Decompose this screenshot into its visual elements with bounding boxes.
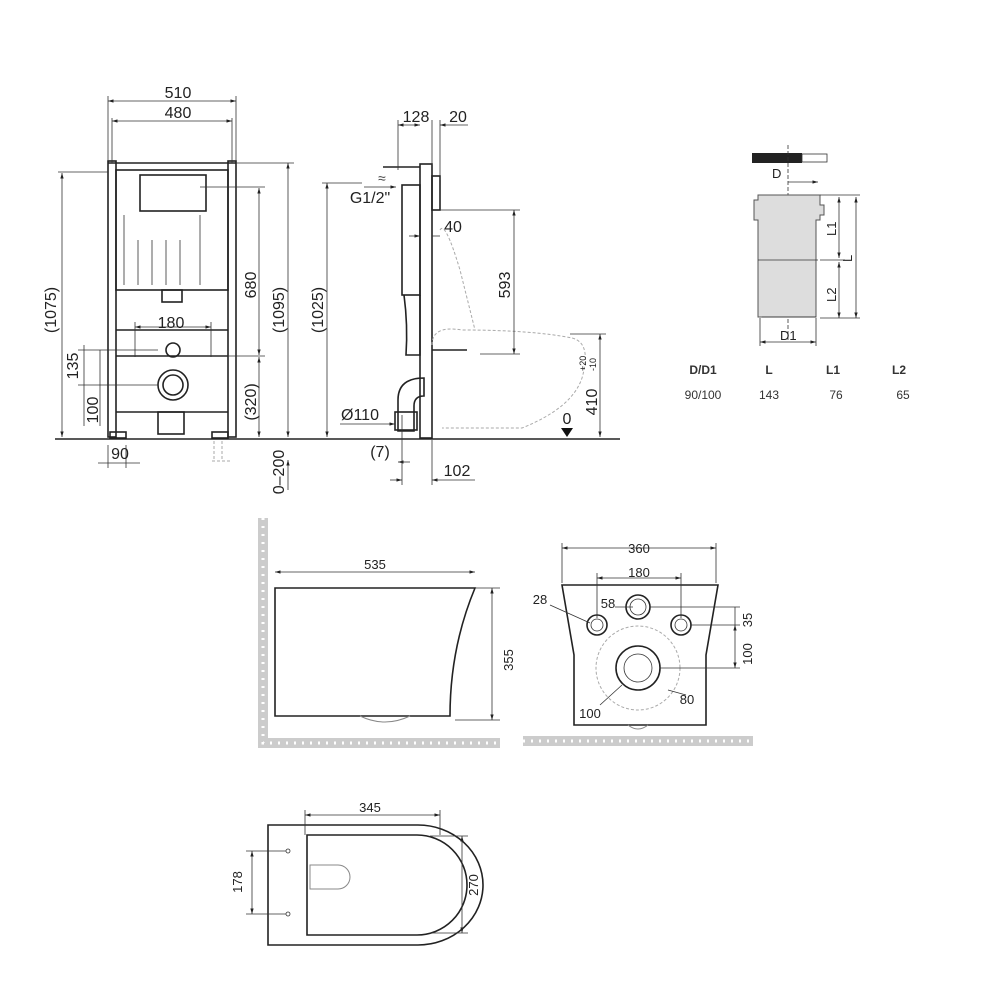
- pipe-label-d1: D1: [780, 328, 797, 343]
- bowl-rear-view: 360 180 28 58 35 100 100 80: [523, 541, 755, 746]
- dim-o110: Ø110: [341, 407, 379, 424]
- dim-58: 58: [601, 596, 615, 611]
- pipe-label-d: D: [772, 166, 781, 181]
- tolerance-plus: +20: [578, 356, 588, 371]
- table-value-d: 90/100: [685, 388, 722, 402]
- dim-35: 35: [740, 613, 755, 627]
- dim-680: 680: [243, 272, 260, 299]
- pipe-label-l1: L1: [824, 222, 839, 236]
- table-header-l1: L1: [826, 363, 840, 377]
- dim-90: 90: [111, 446, 129, 463]
- dim-128: 128: [403, 109, 430, 126]
- dim-178: 178: [230, 871, 245, 893]
- dim-80: 80: [680, 692, 694, 707]
- dim-102: 102: [444, 463, 471, 480]
- table-header-l2: L2: [892, 363, 906, 377]
- dim-410: 410: [584, 389, 601, 416]
- dim-1075: (1075): [43, 287, 60, 333]
- dim-345: 345: [359, 800, 381, 815]
- dim-535: 535: [364, 557, 386, 572]
- side-dimensions: 128 20 ≈ G1/2" 40 593 (1025) Ø110 (7) 10…: [310, 109, 606, 485]
- drain-pipe-drawing: D L1 L L2 D1: [752, 145, 860, 346]
- dim-180: 180: [158, 315, 185, 332]
- dim-40: 40: [444, 219, 462, 236]
- bowl-side-view: 535 355: [258, 518, 516, 748]
- bowl-top-view: 345 178 270: [230, 800, 484, 946]
- pipe-label-l: L: [840, 255, 855, 262]
- dim-28: 28: [533, 592, 547, 607]
- dim-480: 480: [165, 105, 192, 122]
- dim-270: 270: [466, 874, 481, 896]
- table-header-d: D/D1: [689, 363, 717, 377]
- tolerance-minus: -10: [588, 358, 598, 371]
- table-value-l: 143: [759, 388, 779, 402]
- pipe-label-l2: L2: [824, 288, 839, 302]
- table-value-l2: 65: [896, 388, 910, 402]
- water-wave-icon: ≈: [378, 170, 386, 186]
- pipe-table: D/D1 L L1 L2 90/100 143 76 65: [685, 363, 910, 402]
- dim-100-vertical: 100: [740, 643, 755, 665]
- dim-20: 20: [449, 109, 467, 126]
- dim-1025: (1025): [310, 287, 327, 333]
- table-value-l1: 76: [829, 388, 843, 402]
- dim-355: 355: [501, 649, 516, 671]
- dim-360: 360: [628, 541, 650, 556]
- table-header-l: L: [765, 363, 772, 377]
- frame-front-view: [107, 160, 237, 462]
- dim-0-200: 0–200: [271, 450, 288, 495]
- dim-100-outlet: 100: [579, 706, 601, 721]
- dim-1095: (1095): [271, 287, 288, 333]
- dim-100: 100: [85, 397, 102, 424]
- floor-zero-marker: [561, 428, 573, 437]
- dim-135: 135: [65, 353, 82, 380]
- dim-593: 593: [497, 272, 514, 299]
- front-dimensions: 510 480 (1075) 680 (1095) 180 135 100 (3…: [43, 85, 294, 494]
- dim-510: 510: [165, 85, 192, 102]
- water-inlet-label: G1/2": [350, 190, 390, 207]
- dim-7: (7): [370, 444, 390, 461]
- dim-320: (320): [243, 383, 260, 420]
- frame-side-view: [383, 163, 586, 439]
- dim-180-rear: 180: [628, 565, 650, 580]
- floor-zero-label: 0: [563, 411, 572, 428]
